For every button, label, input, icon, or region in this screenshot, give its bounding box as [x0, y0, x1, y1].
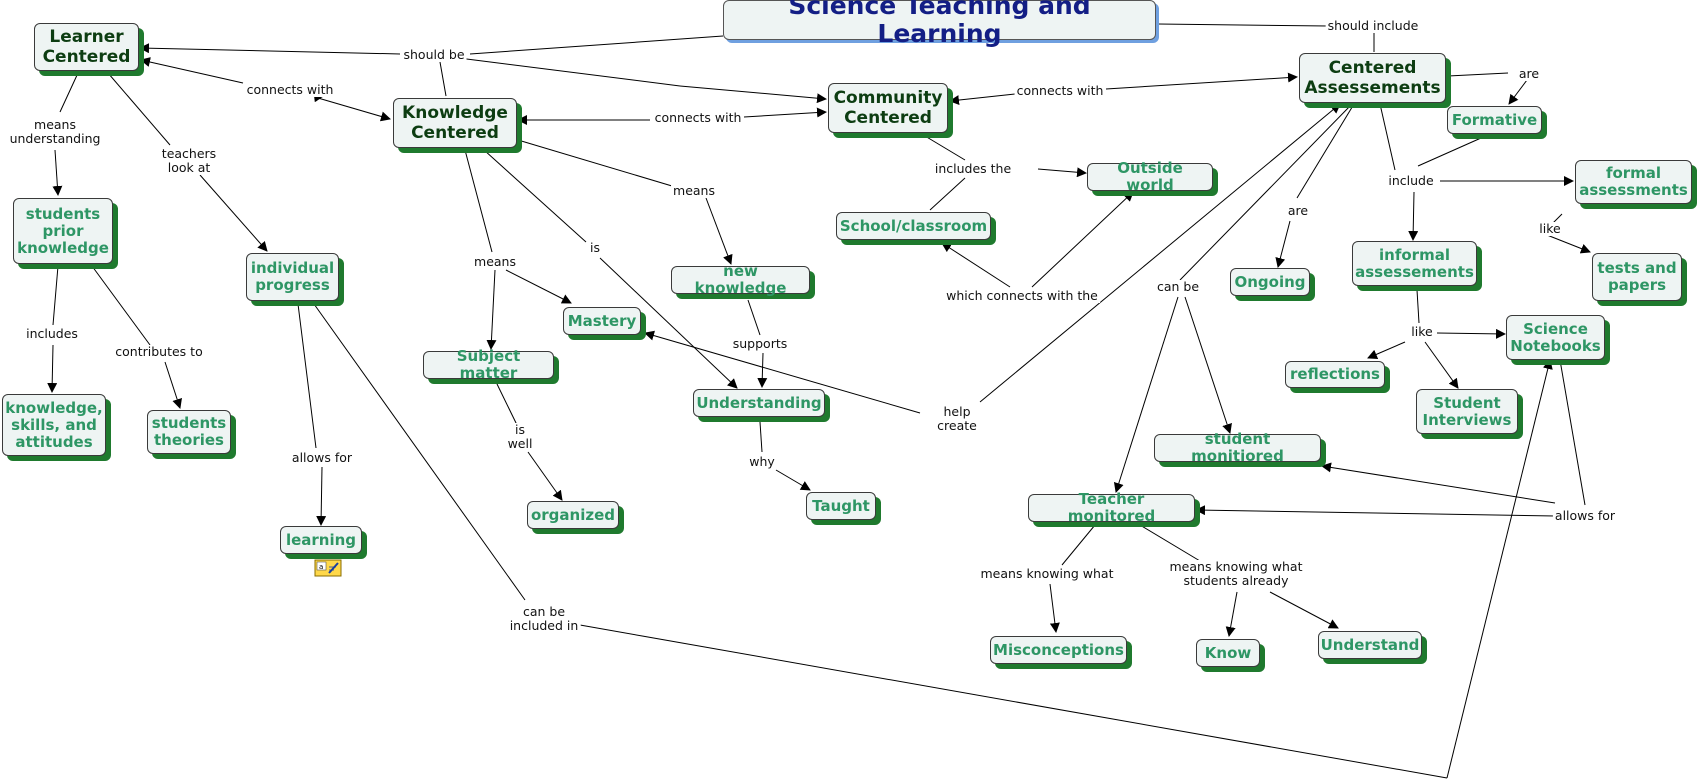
link-include: include [1386, 173, 1436, 188]
link-allows-for-2: allows for [1552, 508, 1618, 523]
link-contributes-to: contributes to [113, 344, 205, 359]
link-why: why [747, 454, 777, 469]
link-connects-with-2: connects with [652, 110, 744, 125]
node-student-monitiored[interactable]: student monitiored [1154, 431, 1321, 465]
link-are-1: are [1516, 66, 1542, 81]
node-formative[interactable]: Formative [1447, 106, 1542, 134]
node-community-centered[interactable]: Community Centered [828, 83, 948, 133]
link-means-understanding: means understanding [7, 117, 103, 146]
link-means-knowing-what-students-already: means knowing what students already [1167, 559, 1305, 588]
node-informal-assessements[interactable]: informal assessements [1352, 241, 1477, 286]
node-school-classroom[interactable]: School/classroom [836, 212, 991, 240]
link-means-2: means [671, 183, 717, 198]
node-reflections[interactable]: reflections [1285, 361, 1385, 388]
node-taught[interactable]: Taught [806, 492, 876, 520]
link-is-well: is well [505, 422, 535, 451]
node-understanding[interactable]: Understanding [693, 389, 825, 417]
link-allows-for-1: allows for [289, 450, 355, 465]
node-learner-centered[interactable]: Learner Centered [34, 23, 139, 71]
node-individual-progress[interactable]: individual progress [246, 253, 339, 301]
link-are-2: are [1285, 203, 1311, 218]
link-teachers-look-at: teachers look at [159, 146, 219, 175]
link-help-create: help create [935, 404, 979, 433]
link-means-1: means [472, 254, 518, 269]
node-centered-assessements[interactable]: Centered Assessements [1299, 53, 1446, 103]
link-is-1: is [588, 240, 602, 255]
link-means-knowing-what: means knowing what [978, 566, 1116, 581]
node-student-interviews[interactable]: Student Interviews [1416, 389, 1518, 434]
node-formal-assessments[interactable]: formal assessments [1575, 160, 1692, 204]
link-can-be-included-in: can be included in [507, 604, 581, 633]
node-knowledge-centered[interactable]: Knowledge Centered [393, 98, 517, 148]
link-like-2: like [1409, 324, 1435, 339]
link-can-be: can be [1154, 279, 1202, 294]
link-connects-with-1: connects with [244, 82, 336, 97]
link-which-connects-with-the: which connects with the [944, 288, 1100, 303]
node-students-prior-knowledge[interactable]: students prior knowledge [13, 198, 113, 264]
link-supports: supports [730, 336, 790, 351]
node-understand[interactable]: Understand [1318, 631, 1422, 659]
link-includes-the: includes the [932, 161, 1014, 176]
node-tests-and-papers[interactable]: tests and papers [1592, 253, 1682, 301]
node-teacher-monitored[interactable]: Teacher monitored [1028, 491, 1195, 525]
node-science-notebooks[interactable]: Science Notebooks [1506, 315, 1605, 360]
node-subject-matter[interactable]: Subject matter [423, 348, 554, 382]
svg-text:a: a [319, 563, 323, 571]
node-know[interactable]: Know [1196, 639, 1260, 667]
node-mastery[interactable]: Mastery [563, 307, 641, 335]
link-connects-with-3: connects with [1014, 83, 1106, 98]
concept-map-title[interactable]: Science Teaching and Learning [723, 0, 1156, 48]
link-should-include: should include [1325, 18, 1421, 33]
link-includes: includes [24, 326, 80, 341]
node-new-knowledge[interactable]: new knowledge [671, 263, 810, 297]
node-outside-world[interactable]: Outside world [1087, 160, 1213, 194]
node-learning[interactable]: learning [280, 526, 362, 554]
node-ongoing[interactable]: Ongoing [1230, 268, 1310, 296]
note-icon[interactable]: a [314, 558, 344, 578]
link-like-1: like [1537, 221, 1563, 236]
node-organized[interactable]: organized [527, 501, 619, 529]
node-knowledge-skills-attitudes[interactable]: knowledge, skills, and attitudes [2, 394, 106, 456]
link-should-be: should be [401, 47, 467, 62]
node-misconceptions[interactable]: Misconceptions [990, 636, 1127, 664]
node-students-theories[interactable]: students theories [147, 410, 231, 454]
